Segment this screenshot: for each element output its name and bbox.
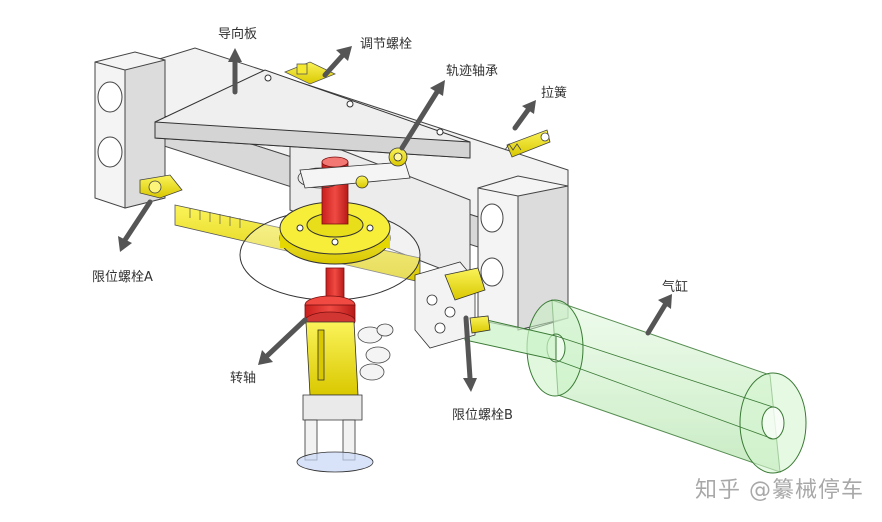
label-shaft: 转轴 [230,371,257,386]
adjust-bolt-part [284,61,336,85]
mounting-holes [97,81,504,287]
label-guide-plate: 导向板 [218,27,258,42]
label-adjust-bolt: 调节螺栓 [360,37,413,52]
label-track-bearing: 轨迹轴承 [446,64,499,79]
watermark: 知乎 @纂械停车 [695,478,864,503]
valve-block [414,261,491,349]
callout-arrows [118,46,672,392]
air-fittings [357,323,394,381]
label-cylinder: 气缸 [662,280,689,295]
label-limit-bolt-a: 限位螺栓A [92,270,153,285]
label-tension-spring: 拉簧 [541,86,568,101]
gripper-body [296,321,374,473]
limit-bolt-a-part [139,174,183,199]
rotary-flange [239,201,421,301]
label-limit-bolt-b: 限位螺栓B [452,408,513,423]
air-cylinder [464,299,807,474]
tension-spring-part [504,129,551,158]
track-bearing-part [297,147,411,189]
